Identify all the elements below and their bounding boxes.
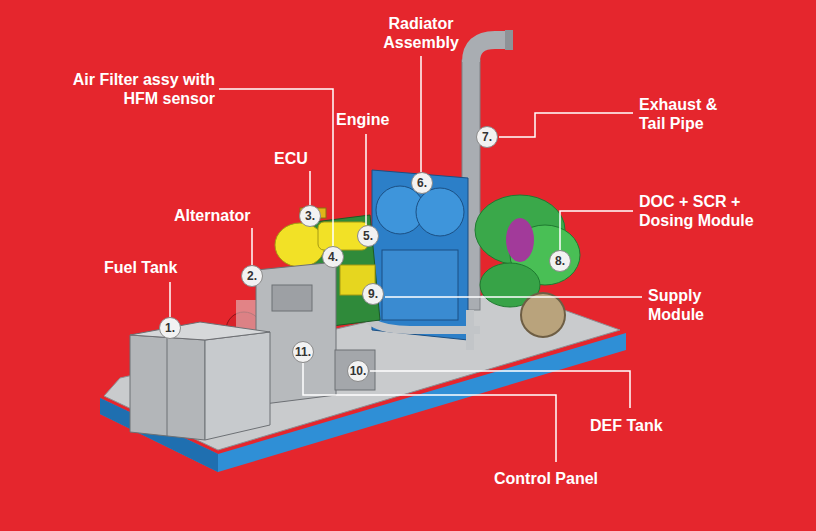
supply-canister — [521, 293, 565, 337]
callout-number: 11. — [295, 346, 311, 358]
part-label: Supply Module — [648, 286, 720, 324]
part-label: Alternator — [174, 206, 269, 225]
tail-pipe — [471, 40, 508, 62]
callout-number: 4. — [328, 251, 338, 263]
leader-line — [385, 296, 642, 298]
callout-circle: 6. — [411, 172, 433, 194]
callout-circle: 2. — [241, 265, 263, 287]
callout-number: 7. — [482, 131, 492, 143]
fuel-tank-top — [130, 322, 270, 340]
callout-circle: 3. — [299, 205, 321, 227]
callout-number: 9. — [368, 288, 378, 300]
part-label: DEF Tank — [590, 416, 680, 435]
callout-number: 2. — [247, 270, 257, 282]
pipe — [466, 310, 474, 350]
leader-line — [251, 228, 253, 265]
callout-number: 3. — [305, 210, 315, 222]
part-label: Exhaust & Tail Pipe — [639, 95, 739, 133]
part-label: Engine — [336, 110, 398, 129]
leader-line — [309, 171, 311, 205]
leader-line — [365, 134, 367, 225]
callout-circle: 1. — [159, 317, 181, 339]
leader-line — [499, 113, 633, 137]
part-label: Air Filter assy with HFM sensor — [65, 70, 215, 108]
callout-circle: 9. — [362, 283, 384, 305]
fuel-tank — [205, 332, 270, 440]
leader-line — [560, 211, 633, 250]
leader-line — [420, 56, 422, 172]
panel-door — [272, 285, 312, 311]
radiator-core — [382, 250, 458, 320]
leader-line — [169, 282, 171, 317]
callout-number: 5. — [363, 230, 373, 242]
tank-seam — [167, 338, 168, 436]
leader-line — [303, 363, 556, 462]
callout-circle: 5. — [357, 225, 379, 247]
part-label: DOC + SCR + Dosing Module — [639, 192, 771, 230]
part-label: Control Panel — [494, 469, 624, 488]
part-label: Radiator Assembly — [371, 14, 471, 52]
leader-line — [370, 371, 630, 408]
callout-circle: 7. — [476, 126, 498, 148]
callout-circle: 8. — [549, 250, 571, 272]
callout-number: 1. — [165, 322, 175, 334]
callout-circle: 11. — [292, 341, 314, 363]
part-label: ECU — [274, 149, 314, 168]
callout-number: 8. — [555, 255, 565, 267]
callout-number: 6. — [417, 177, 427, 189]
def-tank — [335, 350, 375, 390]
leader-lines — [170, 56, 642, 462]
fuel-tank — [130, 335, 205, 440]
callout-number: 10. — [350, 365, 367, 377]
tail-pipe-end — [505, 30, 513, 50]
callout-circle: 10. — [347, 360, 369, 382]
callout-circle: 4. — [322, 246, 344, 268]
dosing-module — [506, 218, 534, 262]
part-label: Fuel Tank — [104, 258, 194, 277]
radiator-fan — [416, 188, 464, 236]
radiator — [372, 170, 468, 340]
